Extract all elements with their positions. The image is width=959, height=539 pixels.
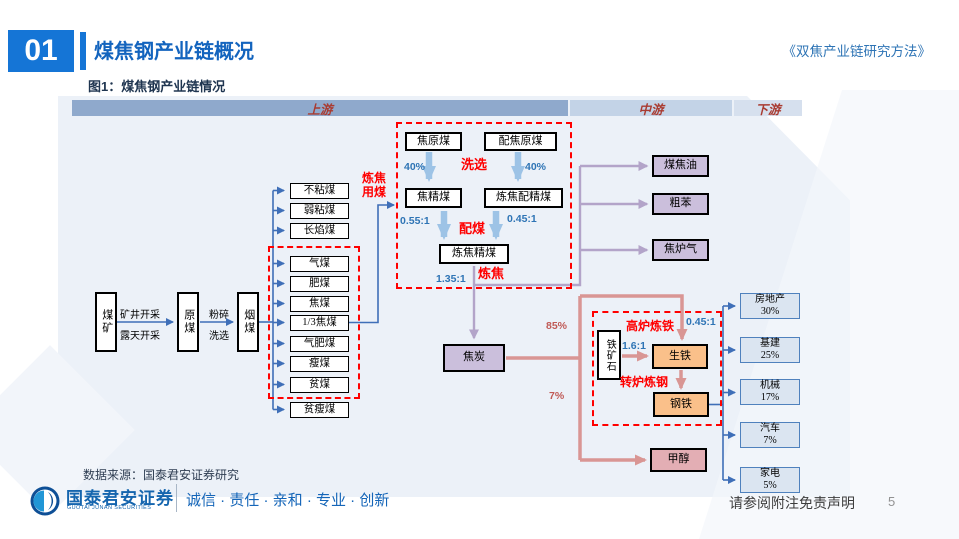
figure-caption: 图1：煤焦钢产业链情况 bbox=[88, 79, 226, 94]
label-ratio-final: 1.35:1 bbox=[436, 273, 466, 285]
node-crude-benzene: 粗苯 bbox=[652, 193, 709, 215]
coal-type-box: 焦煤 bbox=[290, 296, 349, 312]
brand-logo-icon bbox=[30, 486, 60, 516]
stage-upstream: 上游 bbox=[72, 100, 568, 117]
downstream-box-appliance: 家电 5% bbox=[740, 467, 800, 493]
downstream-label: 房地产 bbox=[755, 294, 785, 305]
label-blast-furnace: 高炉炼铁 bbox=[626, 319, 675, 333]
downstream-box-realestate: 房地产 30% bbox=[740, 293, 800, 319]
coal-type-box: 长焰煤 bbox=[290, 223, 349, 239]
downstream-box-infrastructure: 基建 25% bbox=[740, 337, 800, 363]
label-washing-stage: 洗选 bbox=[461, 157, 488, 172]
node-bituminous-coal: 烟煤 bbox=[237, 292, 259, 352]
downstream-label: 汽车 bbox=[760, 423, 780, 434]
page-number: 5 bbox=[888, 494, 896, 509]
coking-process-frame bbox=[396, 122, 572, 289]
series-title: 《双焦产业链研究方法》 bbox=[782, 44, 932, 59]
brand-divider bbox=[176, 484, 177, 512]
downstream-pct: 7% bbox=[763, 435, 777, 446]
label-pct-left: 40% bbox=[404, 161, 426, 173]
label-coking-coal-group: 炼焦用煤 bbox=[361, 171, 386, 199]
coal-type-box: 瘦煤 bbox=[290, 356, 349, 372]
label-ratio-ore: 1.6:1 bbox=[622, 340, 646, 352]
node-iron-ore: 铁矿石 bbox=[597, 330, 621, 380]
stage-midstream: 中游 bbox=[570, 100, 732, 117]
label-open-pit-mining: 露天开采 bbox=[120, 331, 160, 342]
node-coal-tar: 煤焦油 bbox=[652, 155, 709, 177]
brand-slogan: 诚信 · 责任 · 亲和 · 专业 · 创新 bbox=[186, 492, 390, 509]
coal-type-box: 气煤 bbox=[290, 256, 349, 272]
coal-type-box: 弱粘煤 bbox=[290, 203, 349, 219]
slide-title: 煤焦钢产业链概况 bbox=[94, 41, 254, 63]
stage-downstream: 下游 bbox=[734, 100, 802, 117]
label-converter: 转炉炼钢 bbox=[620, 375, 669, 389]
brand-name: 国泰君安证券 bbox=[66, 489, 174, 508]
node-blend-raw-coal: 配焦原煤 bbox=[484, 132, 557, 151]
label-coking-stage: 炼焦 bbox=[478, 266, 505, 281]
downstream-pct: 17% bbox=[760, 392, 780, 403]
label-crushing: 粉碎 bbox=[209, 310, 229, 321]
node-coke-oven-gas: 焦炉气 bbox=[652, 239, 709, 261]
node-raw-coal: 原煤 bbox=[177, 292, 199, 352]
node-coke: 焦炭 bbox=[443, 344, 505, 372]
label-pct-right: 40% bbox=[525, 161, 547, 173]
node-coke-clean-coal: 焦精煤 bbox=[405, 188, 462, 208]
label-ratio-coke: 0.45:1 bbox=[686, 316, 716, 328]
node-methanol: 甲醇 bbox=[650, 448, 707, 472]
node-blend-clean-coal: 炼焦配精煤 bbox=[484, 188, 563, 208]
coal-type-box: 不粘煤 bbox=[290, 183, 349, 199]
coal-type-box: 贫瘦煤 bbox=[290, 402, 349, 418]
coal-type-box: 1/3焦煤 bbox=[290, 315, 349, 331]
data-source: 数据来源：国泰君安证券研究 bbox=[83, 468, 240, 482]
node-coke-raw-coal: 焦原煤 bbox=[405, 132, 462, 151]
coking-coal-group-frame bbox=[268, 246, 360, 399]
node-coal-mine: 煤矿 bbox=[95, 292, 117, 352]
section-number: 01 bbox=[8, 30, 74, 72]
downstream-label: 家电 bbox=[760, 468, 780, 479]
label-washing: 洗选 bbox=[209, 331, 229, 342]
label-pct-to-methanol: 7% bbox=[549, 390, 565, 402]
downstream-box-machinery: 机械 17% bbox=[740, 379, 800, 405]
node-pig-iron: 生铁 bbox=[652, 344, 708, 369]
coal-type-box: 贫煤 bbox=[290, 377, 349, 393]
downstream-pct: 5% bbox=[763, 480, 777, 491]
label-blending-stage: 配煤 bbox=[459, 221, 486, 236]
steelmaking-frame bbox=[592, 311, 722, 426]
brand-name-en: GUOTAI JUNAN SECURITIES bbox=[67, 505, 152, 511]
downstream-pct: 30% bbox=[760, 306, 780, 317]
downstream-label: 基建 bbox=[760, 338, 780, 349]
label-shaft-mining: 矿井开采 bbox=[120, 310, 160, 321]
downstream-box-auto: 汽车 7% bbox=[740, 422, 800, 448]
downstream-label: 机械 bbox=[760, 380, 780, 391]
disclaimer-note: 请参阅附注免责声明 bbox=[729, 495, 855, 511]
node-coking-clean-coal: 炼焦精煤 bbox=[439, 244, 509, 264]
label-ratio-right: 0.45:1 bbox=[507, 213, 537, 225]
downstream-pct: 25% bbox=[760, 350, 780, 361]
node-steel: 钢铁 bbox=[653, 392, 709, 417]
coal-type-box: 气肥煤 bbox=[290, 336, 349, 352]
label-pct-to-steel: 85% bbox=[546, 320, 568, 332]
coal-type-box: 肥煤 bbox=[290, 276, 349, 292]
label-ratio-left: 0.55:1 bbox=[400, 215, 430, 227]
title-accent-bar bbox=[80, 32, 86, 70]
